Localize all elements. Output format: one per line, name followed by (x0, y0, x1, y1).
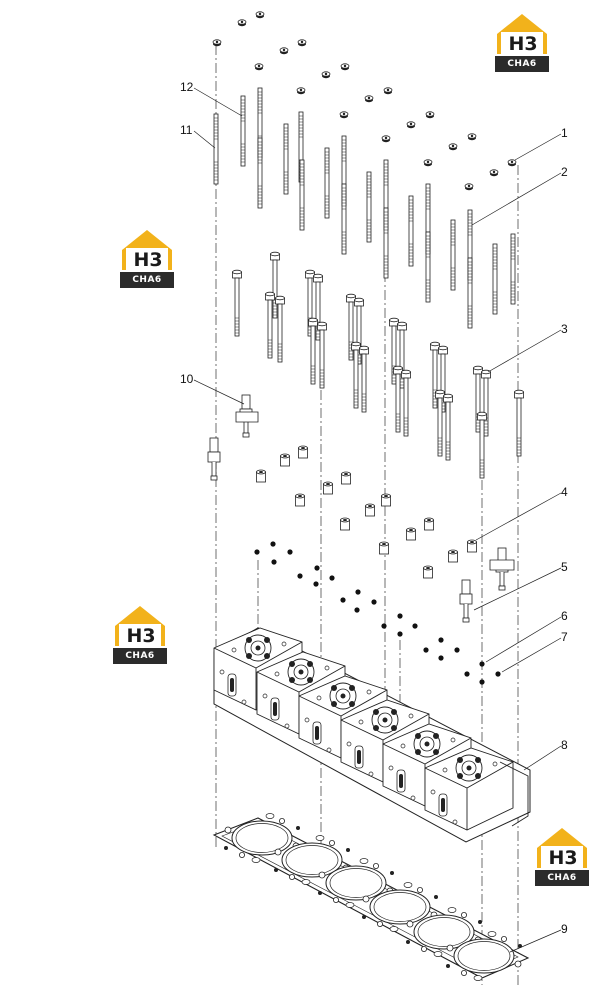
callout-4: 4 (561, 485, 568, 499)
callout-labels: 1 2 3 4 5 6 7 8 9 10 11 12 (180, 80, 568, 936)
watermark-emblem-icon (495, 14, 549, 72)
callout-11: 11 (180, 123, 193, 137)
callout-1: 1 (561, 126, 568, 140)
head-gasket (212, 813, 530, 981)
watermark-logo-bottom-right: H3 CHA6 (531, 826, 593, 888)
studs-group (213, 87, 516, 329)
callout-10: 10 (180, 372, 194, 386)
sensors-group (207, 394, 515, 623)
watermark-brand-top: H3 (508, 33, 538, 55)
footer-text (40, 990, 440, 1002)
callout-12: 12 (180, 80, 194, 94)
callout-8: 8 (561, 738, 568, 752)
watermark-brand-bottom: CHA6 (125, 651, 155, 661)
callout-3: 3 (561, 322, 568, 336)
callout-2: 2 (561, 165, 568, 179)
watermark-brand-top: H3 (126, 625, 156, 647)
watermark-brand-bottom: CHA6 (507, 59, 537, 69)
watermark-brand-bottom: CHA6 (547, 873, 577, 883)
callout-7: 7 (561, 630, 568, 644)
watermark-brand-top: H3 (133, 249, 163, 271)
watermark-emblem-icon (120, 230, 174, 288)
leader-lines (193, 87, 562, 953)
callout-5: 5 (561, 560, 568, 574)
watermark-emblem-icon (535, 828, 589, 886)
watermark-logo-left-upper: H3 CHA6 (116, 228, 178, 290)
watermark-brand-top: H3 (548, 847, 578, 869)
callout-9: 9 (561, 922, 568, 936)
callout-6: 6 (561, 609, 568, 623)
watermark-brand-bottom: CHA6 (132, 275, 162, 285)
sleeves-group (256, 445, 477, 579)
watermark-emblem-icon (113, 606, 167, 664)
watermark-logo-top-right: H3 CHA6 (491, 12, 553, 74)
bolts-group (232, 251, 524, 479)
cylinder-head (213, 627, 531, 843)
watermark-logo-left-lower: H3 CHA6 (109, 604, 171, 666)
